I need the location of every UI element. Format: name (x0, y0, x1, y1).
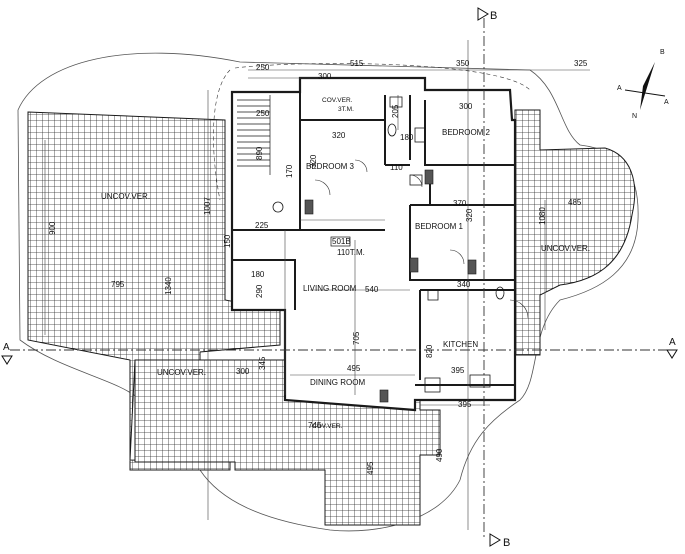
unit-code-box (330, 236, 351, 247)
section-marker-left: A (1, 342, 13, 365)
dim-label: 205 (391, 104, 400, 118)
room-label-living-room: LIVING ROOM (303, 284, 357, 293)
section-marker-right: A (666, 337, 678, 359)
room-label-bedroom-1: BEDROOM 1 (415, 222, 464, 231)
dim-label: 495 (366, 461, 375, 475)
room-label-dining-room: DINING ROOM (310, 378, 365, 387)
staircase (237, 95, 271, 175)
dim-label: 395 (451, 366, 465, 375)
unit-area: 110T.M. (337, 248, 365, 257)
dim-label: 150 (223, 234, 232, 248)
dim-label: 325 (574, 59, 588, 68)
dim-label: 300 (236, 367, 250, 376)
dim-label: 250 (256, 63, 270, 72)
section-marker-bottom: B (489, 533, 510, 549)
dim-label: 350 (456, 59, 470, 68)
columns (304, 169, 477, 403)
room-label-bedroom-2: BEDROOM 2 (442, 128, 491, 137)
roof-outline (213, 63, 531, 201)
dim-label: 1080 (538, 207, 547, 225)
room-label-cov-ver-top: COV.VER. (322, 97, 353, 104)
room-label-uncov-ver-right: UNCOV.VER. (541, 244, 590, 253)
dim-label: 795 (111, 280, 125, 289)
dimension-labels: 515 350 325 250 300 300 320 250 180 110 … (48, 59, 588, 475)
room-label-bedroom-3: BEDROOM 3 (306, 162, 355, 171)
dim-label: 540 (365, 285, 379, 294)
svg-text:N: N (632, 113, 637, 120)
dim-label: 485 (568, 198, 582, 207)
section-marker-top: B (477, 7, 497, 22)
svg-text:A: A (669, 337, 676, 348)
dim-label: 515 (350, 59, 364, 68)
svg-text:A: A (664, 99, 669, 106)
dim-label: 180 (251, 270, 265, 279)
cov-ver-top-area: 3T.M. (338, 106, 354, 113)
dim-label: 340 (457, 280, 471, 289)
dim-label: 110 (390, 163, 403, 172)
dim-label: 290 (255, 284, 264, 298)
room-label-uncov-ver-bottom: UNCOV.VER. (157, 368, 206, 377)
dim-label: 1007 (203, 197, 212, 215)
room-label-uncov-ver-left: UNCOV.VER. (101, 192, 150, 201)
dim-label: 395 (458, 400, 472, 409)
dim-label: 495 (347, 364, 361, 373)
dim-label: 820 (425, 344, 434, 358)
dim-label: 320 (332, 131, 346, 140)
section-lines (10, 18, 675, 540)
dim-label: 345 (258, 356, 267, 370)
svg-text:B: B (503, 537, 510, 549)
dimension-lines (44, 40, 590, 530)
north-arrow-icon: B A A N (617, 49, 669, 120)
fixtures (272, 96, 505, 393)
uncovered-veranda-right (514, 109, 636, 356)
unit-code: 501B (332, 237, 351, 246)
svg-text:B: B (660, 49, 665, 56)
svg-text:A: A (617, 85, 622, 92)
dim-label: 705 (352, 331, 361, 345)
dim-label: 170 (285, 164, 294, 178)
svg-text:B: B (490, 10, 497, 22)
dim-label: 370 (453, 199, 467, 208)
dim-label: 250 (256, 109, 270, 118)
dim-label: 890 (255, 146, 264, 160)
dim-label: 300 (318, 72, 332, 81)
door-swings (314, 159, 529, 319)
dim-label: 900 (48, 221, 57, 235)
room-label-cov-ver-bottom: COV.VER. (312, 423, 343, 430)
dim-label: 320 (309, 154, 318, 168)
dim-label: 180 (400, 133, 414, 142)
dim-label: 1340 (164, 277, 173, 295)
dim-label: 225 (255, 221, 269, 230)
room-label-kitchen: KITCHEN (443, 340, 478, 349)
dim-label: 745 (308, 421, 322, 430)
dim-label: 300 (459, 102, 473, 111)
dim-label: 320 (465, 208, 474, 222)
dim-label: 490 (435, 448, 444, 462)
svg-text:A: A (3, 342, 10, 353)
interior-walls (232, 92, 515, 386)
